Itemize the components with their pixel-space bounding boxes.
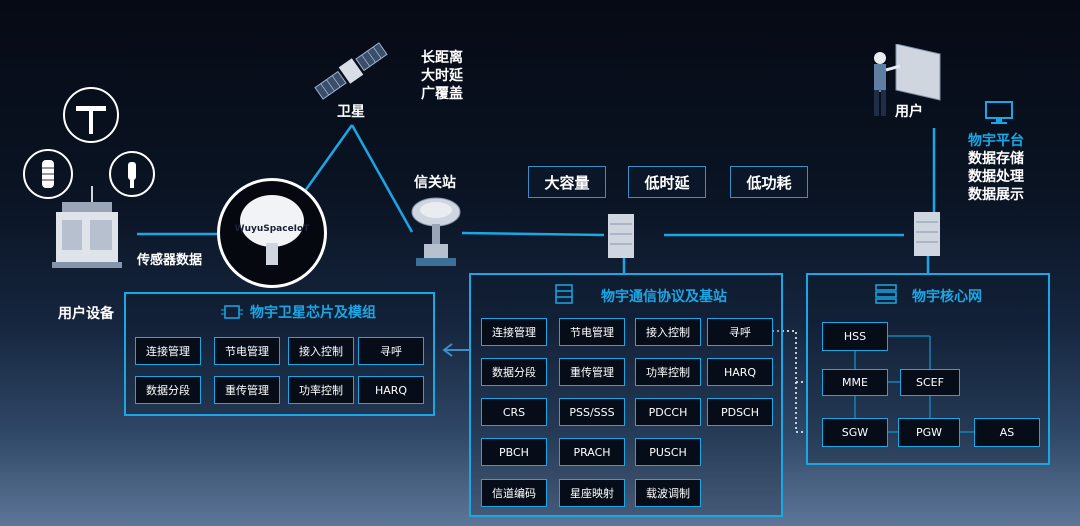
- gateway-label: 信关站: [414, 175, 456, 191]
- protocol-title: 物宇通信协议及基站: [601, 289, 727, 305]
- chip-cell-3: 接入控制: [288, 337, 354, 365]
- proto-cell-12: PDSCH: [707, 398, 773, 426]
- chip-cell-2: 节电管理: [214, 337, 280, 365]
- feature-capacity: 大容量: [528, 166, 606, 198]
- gateway-dish-icon: [408, 194, 464, 270]
- probe-sensor-icon: [108, 150, 156, 198]
- proto-cell-10: PSS/SSS: [559, 398, 625, 426]
- platform-title: 物宇平台: [968, 133, 1024, 149]
- line-satellite-to-gateway: [350, 124, 414, 233]
- node-as: AS: [974, 418, 1040, 447]
- node-hss: HSS: [822, 322, 888, 351]
- chip-module-frame: 物宇卫星芯片及模组 连接管理 节电管理 接入控制 寻呼 数据分段 重传管理 功率…: [124, 292, 435, 416]
- proto-cell-14: PRACH: [559, 438, 625, 466]
- proto-cell-8: HARQ: [707, 358, 773, 386]
- wuyu-module-circle: WuyuSpaceIoT: [217, 178, 327, 288]
- feature-power: 低功耗: [730, 166, 808, 198]
- wind-sensor-icon: [62, 86, 120, 144]
- line-gateway-to-server: [461, 231, 605, 237]
- sat-feature-2: 大时延: [421, 68, 463, 84]
- server-icon-1: [606, 214, 636, 258]
- server-rack-icon: [875, 284, 897, 304]
- proto-cell-11: PDCCH: [635, 398, 701, 426]
- user-device-label: 用户设备: [58, 306, 114, 322]
- protocol-frame: 物宇通信协议及基站 连接管理 节电管理 接入控制 寻呼 数据分段 重传管理 功率…: [469, 273, 783, 517]
- proto-cell-3: 接入控制: [635, 318, 701, 346]
- module-brand-label: WuyuSpaceIoT: [234, 224, 310, 234]
- user-label: 用户: [895, 104, 923, 120]
- node-scef: SCEF: [900, 369, 960, 396]
- module-device-icon: [240, 195, 304, 265]
- chip-cell-8: HARQ: [358, 376, 424, 404]
- feature-latency: 低时延: [628, 166, 706, 198]
- chip-cell-5: 数据分段: [135, 376, 201, 404]
- proto-cell-18: 载波调制: [635, 479, 701, 507]
- proto-cell-5: 数据分段: [481, 358, 547, 386]
- proto-cell-15: PUSCH: [635, 438, 701, 466]
- proto-cell-17: 星座映射: [559, 479, 625, 507]
- chip-cell-1: 连接管理: [135, 337, 201, 365]
- node-mme: MME: [822, 369, 888, 396]
- chip-cell-4: 寻呼: [358, 337, 424, 365]
- proto-cell-6: 重传管理: [559, 358, 625, 386]
- platform-item-2: 数据处理: [968, 169, 1024, 185]
- server-icon-2: [912, 212, 942, 256]
- proto-cell-16: 信道编码: [481, 479, 547, 507]
- proto-cell-13: PBCH: [481, 438, 547, 466]
- temperature-sensor-icon: [22, 148, 74, 200]
- proto-cell-4: 寻呼: [707, 318, 773, 346]
- satellite-icon: [310, 40, 392, 102]
- core-network-title: 物宇核心网: [912, 289, 982, 305]
- chip-cell-6: 重传管理: [214, 376, 280, 404]
- satellite-label: 卫星: [337, 104, 365, 120]
- chip-module-title: 物宇卫星芯片及模组: [250, 305, 376, 321]
- node-sgw: SGW: [822, 418, 888, 447]
- user-presenter-icon: [866, 43, 942, 120]
- platform-item-1: 数据存储: [968, 151, 1024, 167]
- node-pgw: PGW: [898, 418, 960, 447]
- proto-cell-9: CRS: [481, 398, 547, 426]
- arrow-protocol-to-module: [442, 343, 470, 357]
- sat-feature-1: 长距离: [421, 50, 463, 66]
- proto-cell-7: 功率控制: [635, 358, 701, 386]
- chip-cell-7: 功率控制: [288, 376, 354, 404]
- monitor-icon: [984, 100, 1014, 126]
- platform-item-3: 数据展示: [968, 187, 1024, 203]
- user-device-icon: [52, 186, 122, 270]
- sat-feature-3: 广覆盖: [421, 86, 463, 102]
- stack-icon: [555, 284, 573, 304]
- proto-cell-1: 连接管理: [481, 318, 547, 346]
- line-module-to-satellite: [298, 124, 354, 199]
- proto-cell-2: 节电管理: [559, 318, 625, 346]
- chip-icon: [221, 305, 243, 319]
- sensor-data-label: 传感器数据: [137, 253, 203, 268]
